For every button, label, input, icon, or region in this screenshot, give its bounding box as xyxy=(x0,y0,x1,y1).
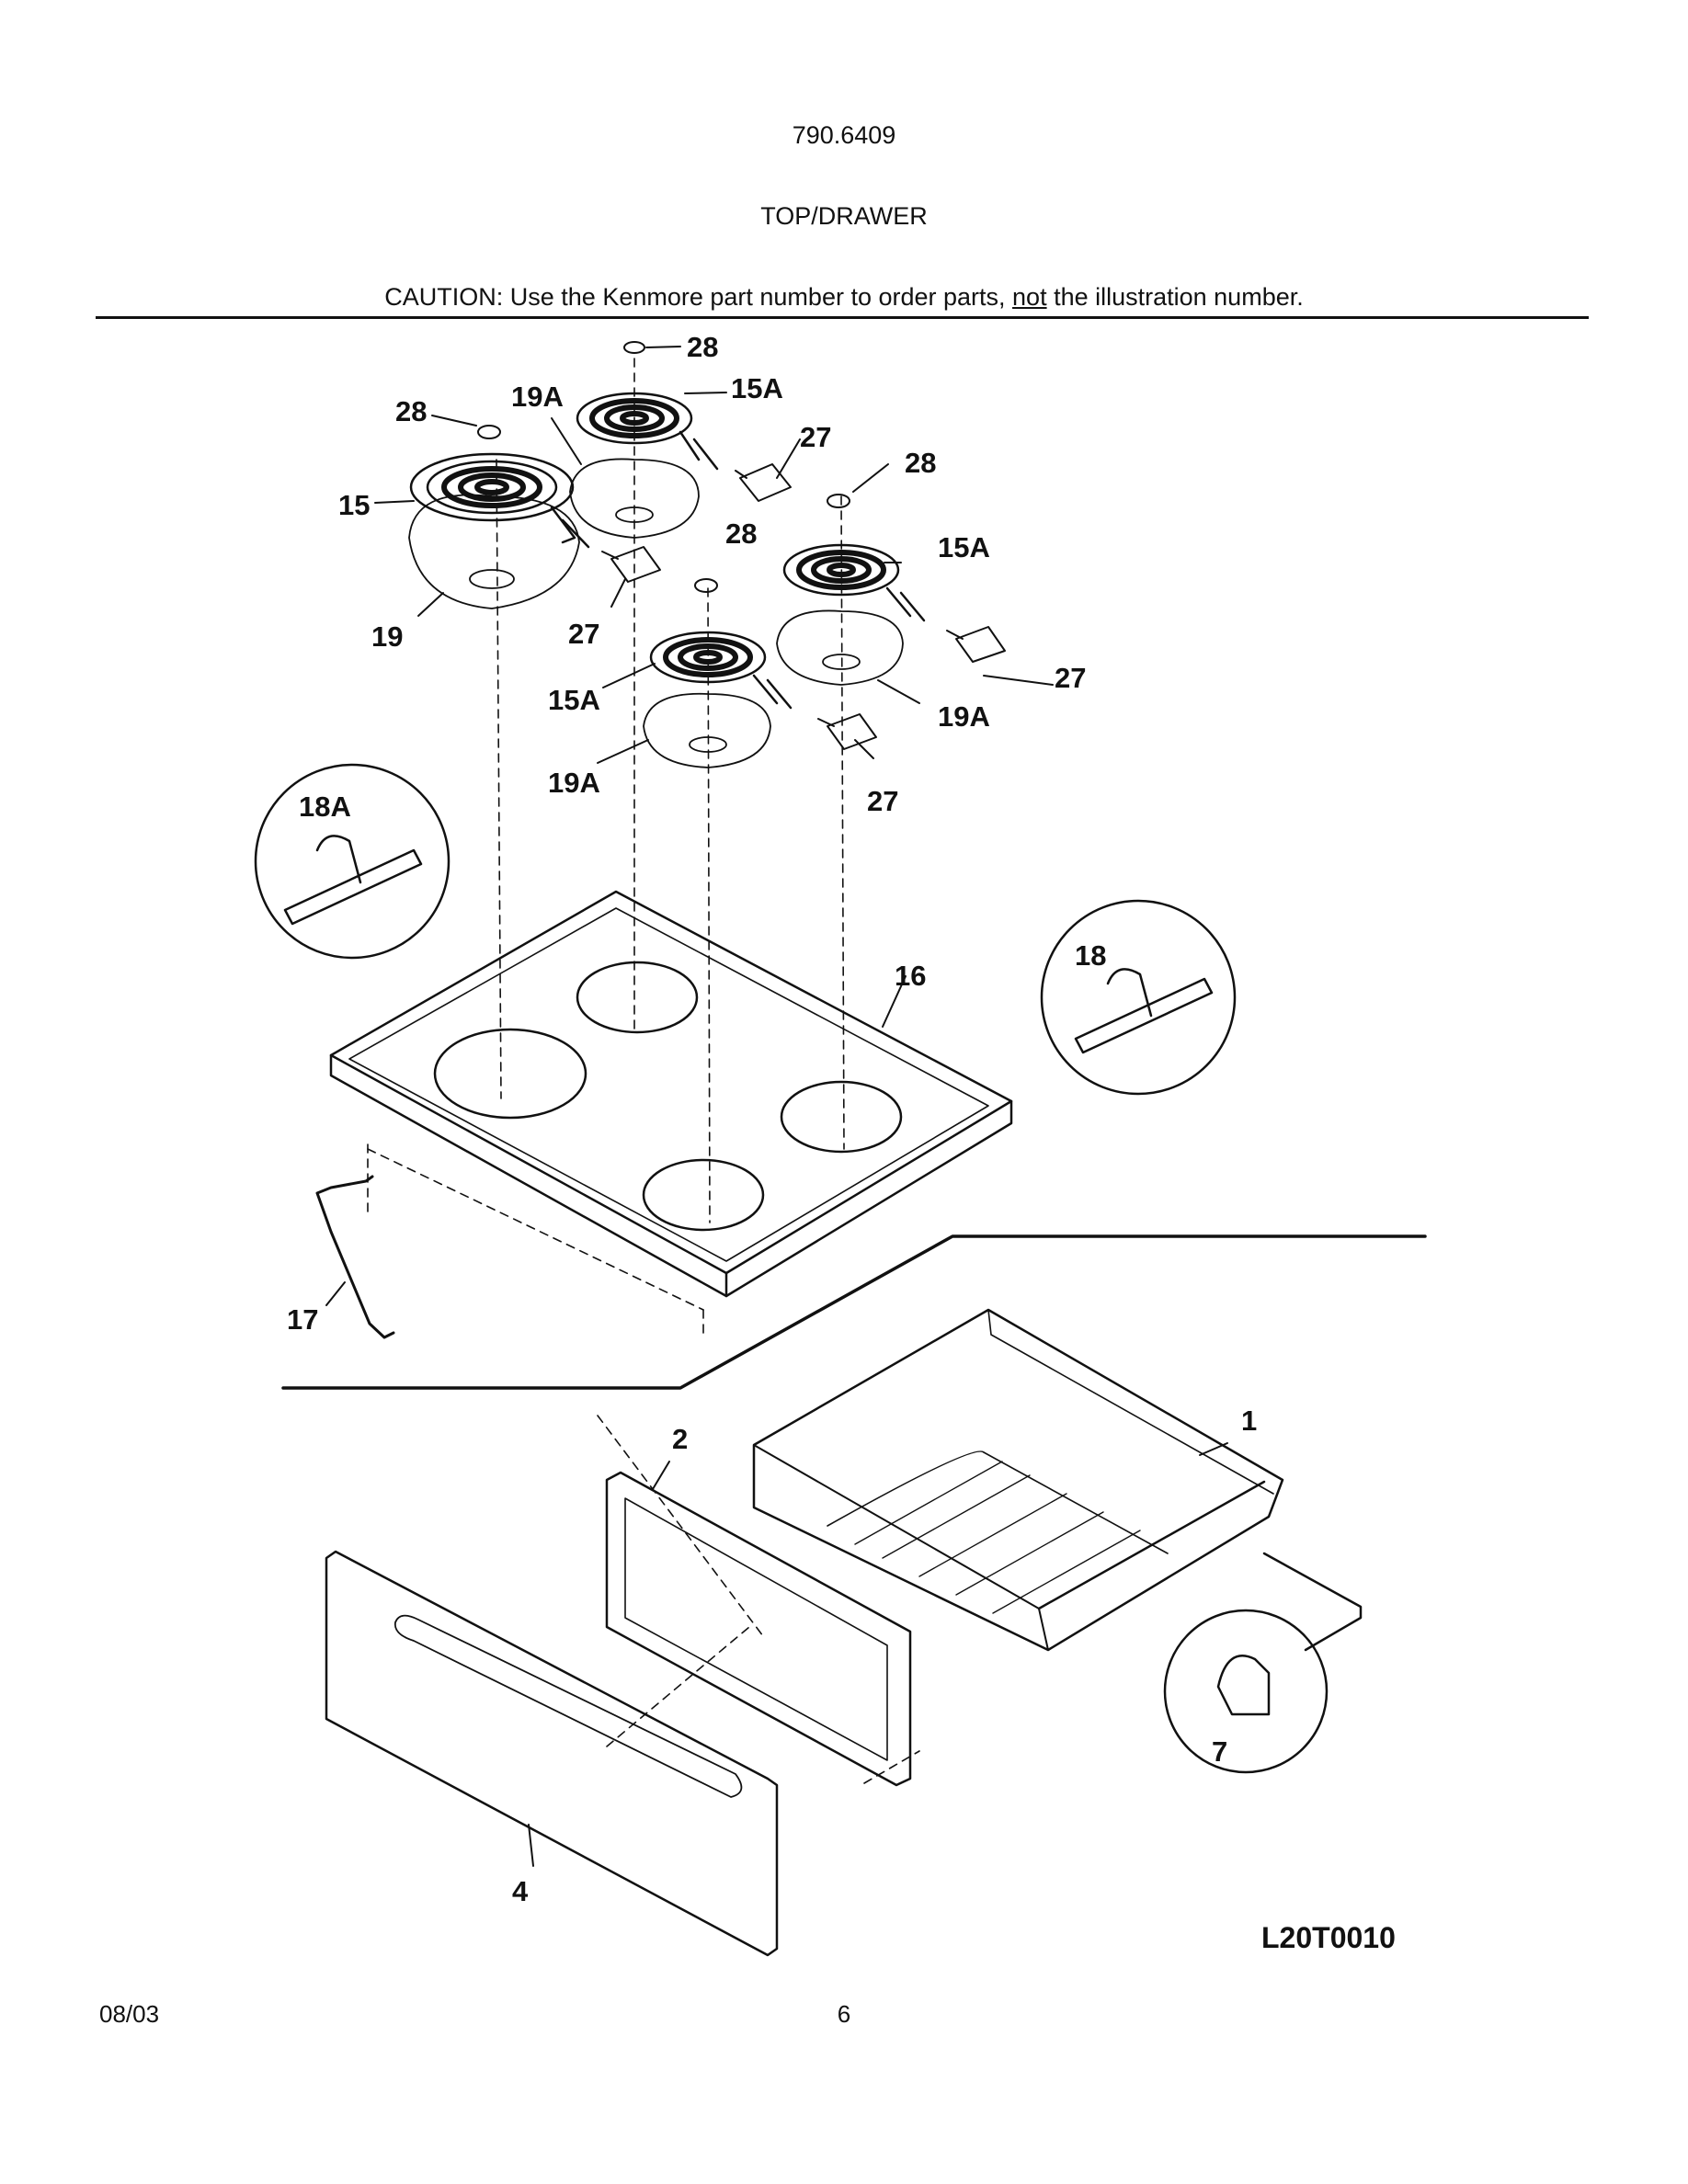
drawer-body-1 xyxy=(752,1308,1284,1652)
cooktop-16 xyxy=(329,890,1013,1298)
callout-19a-front: 19A xyxy=(548,767,600,799)
callout-27-left: 27 xyxy=(568,618,599,650)
drawer-back-panel-2 xyxy=(605,1471,912,1787)
model-number: 790.6409 xyxy=(792,121,896,149)
callout-15a-rear: 15A xyxy=(731,372,783,404)
drip-bowl-19a-rear xyxy=(569,458,700,539)
detail-circle-18 xyxy=(1040,899,1237,1096)
callout-19a-rear: 19A xyxy=(511,381,564,413)
trim-ring-caps-28 xyxy=(477,341,850,593)
callout-7: 7 xyxy=(1212,1735,1227,1768)
surface-element-15a-rear xyxy=(576,392,719,471)
surface-element-15a-front xyxy=(649,631,793,710)
callout-27-right: 27 xyxy=(1055,662,1086,694)
drawing-id: L20T0010 xyxy=(1261,1921,1396,1954)
callout-28-middle: 28 xyxy=(725,518,757,550)
callout-17: 17 xyxy=(287,1303,318,1336)
caution-note: CAUTION: Use the Kenmore part number to … xyxy=(0,283,1688,312)
callout-18a: 18A xyxy=(299,791,351,823)
callout-19: 19 xyxy=(371,620,403,653)
callout-27-front: 27 xyxy=(867,785,898,817)
surface-element-15 xyxy=(409,452,590,549)
callout-28-left: 28 xyxy=(395,395,427,427)
callout-4: 4 xyxy=(512,1875,529,1907)
callout-1: 1 xyxy=(1241,1405,1257,1437)
header-rule xyxy=(96,316,1589,319)
drip-bowl-19 xyxy=(408,494,580,609)
caution-prefix: CAUTION: Use the Kenmore part number to … xyxy=(384,283,1013,311)
detail-circle-18a xyxy=(254,763,451,960)
callout-28-right: 28 xyxy=(905,447,936,479)
section-divider xyxy=(281,1234,1427,1390)
callout-15: 15 xyxy=(338,489,370,521)
caution-suffix: the illustration number. xyxy=(1046,283,1304,311)
revision-date: 08/03 xyxy=(99,2000,160,2028)
drip-bowl-19a-right xyxy=(776,609,904,686)
drawer-front-4 xyxy=(325,1550,779,1957)
receptacle-blocks-27 xyxy=(601,463,1006,750)
leader-lines xyxy=(325,346,1228,1867)
callout-18: 18 xyxy=(1075,939,1106,972)
callout-15a-front: 15A xyxy=(548,684,600,716)
callout-28-top: 28 xyxy=(687,331,718,363)
caution-emphasis: not xyxy=(1012,283,1047,311)
detail-circle-7 xyxy=(1163,1552,1363,1774)
callout-labels: 28 28 19A 15A 27 28 15 28 15A 19 27 27 1… xyxy=(287,331,1257,1907)
drip-bowl-19a-front xyxy=(643,692,771,768)
callout-19a-right: 19A xyxy=(938,700,990,733)
callout-16: 16 xyxy=(895,960,926,992)
anti-tip-bracket-17 xyxy=(315,1175,395,1339)
callout-2: 2 xyxy=(672,1423,688,1455)
callout-15a-right: 15A xyxy=(938,531,990,563)
callout-27-rear: 27 xyxy=(800,421,831,453)
page-number: 6 xyxy=(837,2000,851,2028)
section-title: TOP/DRAWER xyxy=(760,202,928,230)
surface-element-15a-right xyxy=(782,543,926,622)
